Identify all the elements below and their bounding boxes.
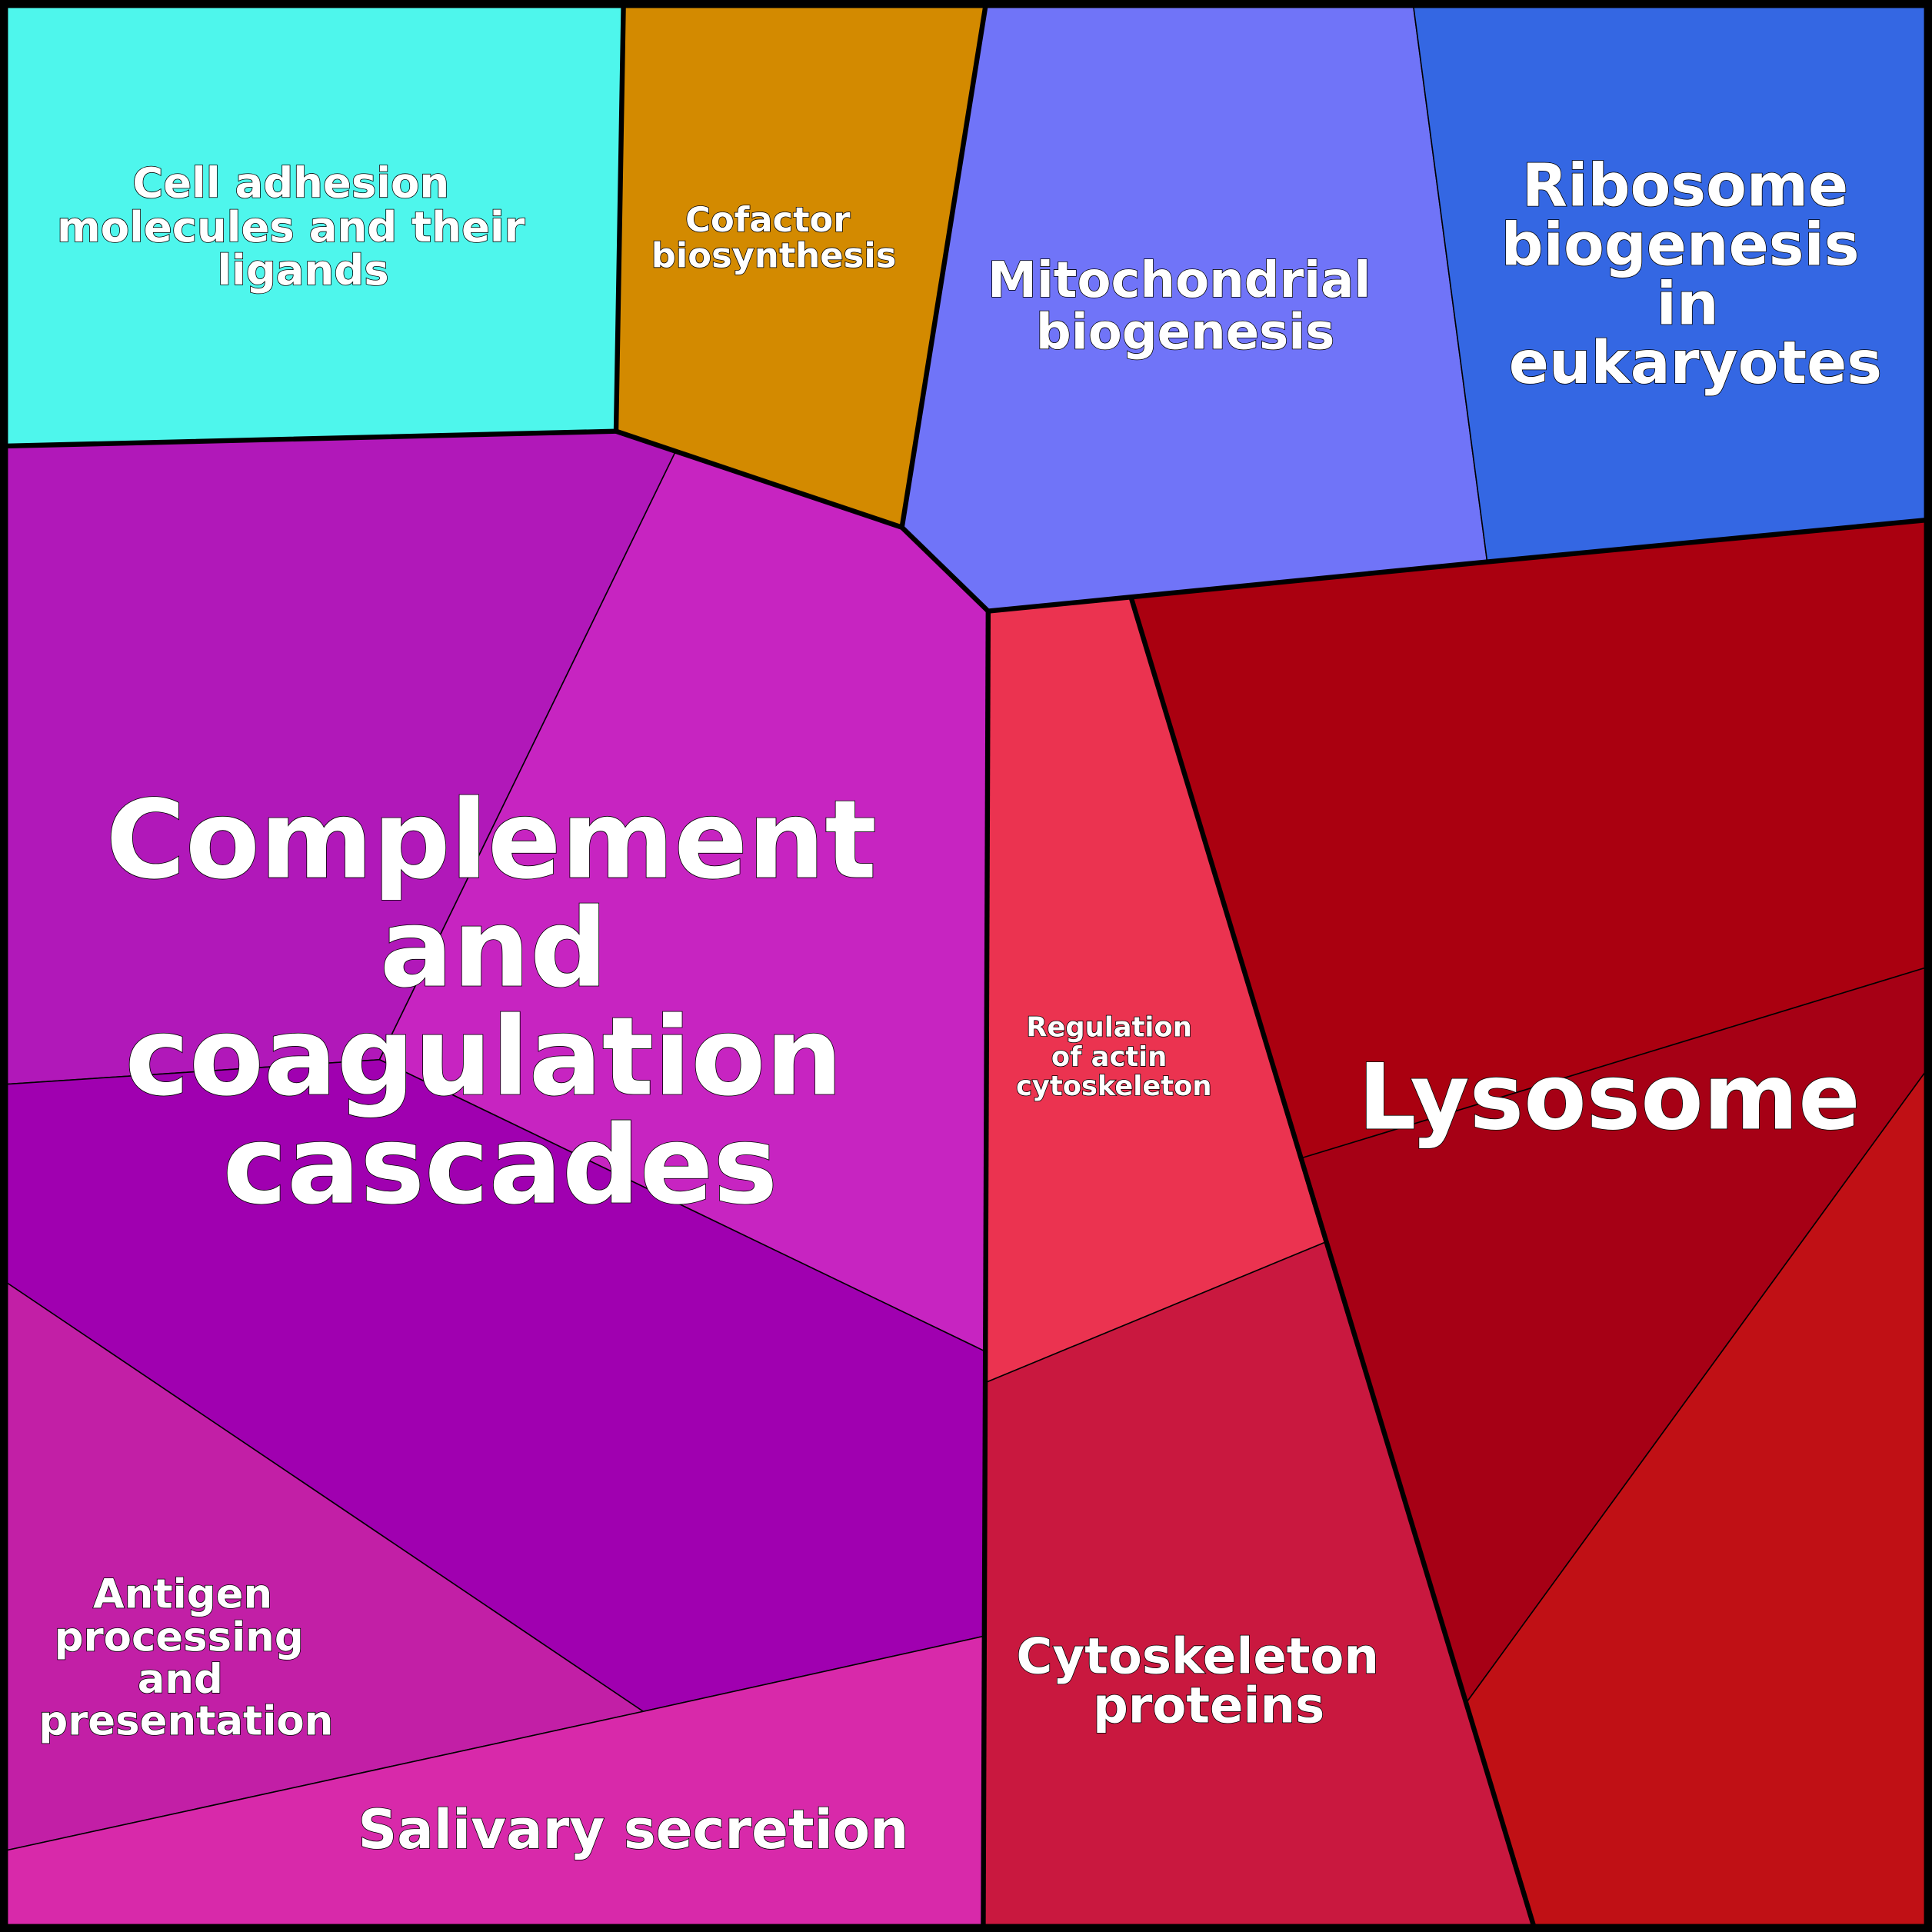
label-lysosome: Lysosome (1358, 1044, 1860, 1150)
label-cofactor: Cofactor biosynthesis (651, 199, 897, 275)
label-antigen: Antigen processing and presentation (38, 1571, 333, 1745)
label-cell-adhesion: Cell adhesion molecules and their ligand… (57, 158, 539, 295)
label-complement: Complement and coagulation cascades (106, 778, 914, 1229)
label-actin: Regulation of actin cytoskeleton (1016, 1011, 1211, 1102)
label-cytoskeleton: Cytoskeleton proteins (1016, 1629, 1396, 1735)
label-mitochondrial: Mitochondrial biogenesis (988, 252, 1388, 361)
label-ribosome: Ribosome biogenesis in eukaryotes (1501, 152, 1883, 398)
label-salivary: Salivary secretion (358, 1798, 909, 1861)
